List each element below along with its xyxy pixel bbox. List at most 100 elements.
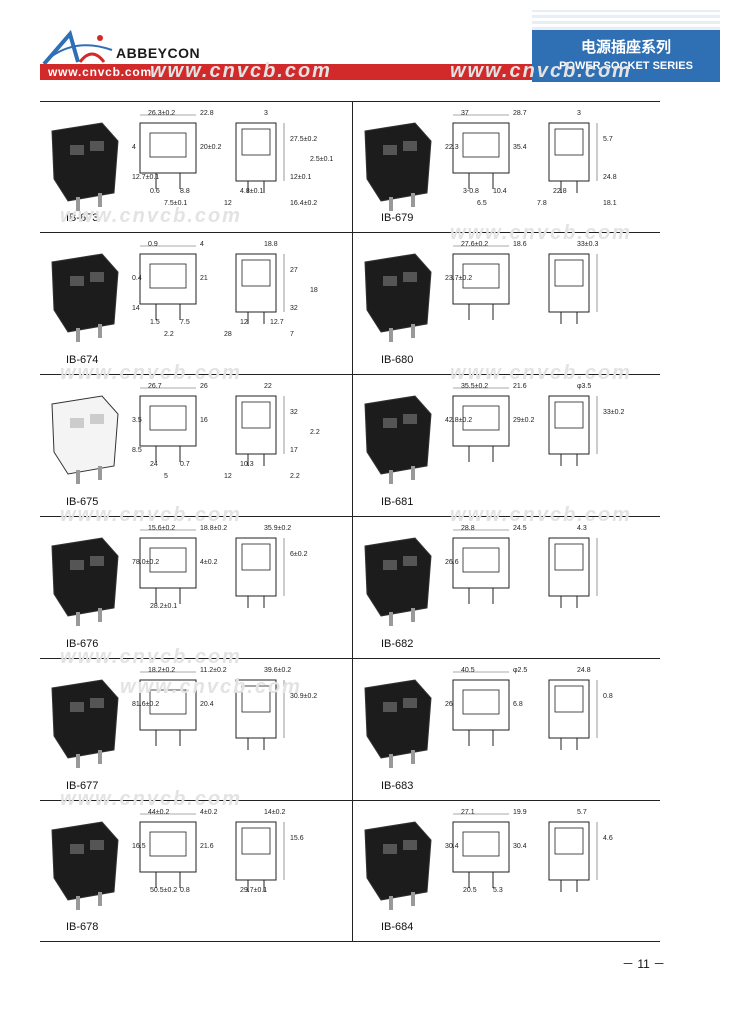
dimension-label: 30.9±0.2 — [290, 693, 317, 700]
technical-drawing — [139, 114, 285, 193]
dimension-label: 27.1 — [461, 809, 475, 816]
dimension-label: 18.8 — [264, 241, 278, 248]
row-divider-3 — [40, 516, 660, 517]
product-model-label: IB-681 — [381, 496, 414, 508]
product-photo — [364, 537, 432, 626]
dimension-label: 20.4 — [200, 701, 214, 708]
technical-drawing — [452, 114, 598, 193]
row-divider-4 — [40, 658, 660, 659]
dimension-label: 2.2 — [290, 473, 300, 480]
dimension-label: 14±0.2 — [264, 809, 285, 816]
dimension-label: 26 — [200, 383, 208, 390]
dimension-label: 28.7 — [513, 110, 527, 117]
page-header: ABBEYCON www.cnvcb.com 电源插座系列 POWER SOCK… — [0, 0, 750, 100]
dimension-label: 12 — [224, 473, 232, 480]
dimension-label: 22.8 — [200, 110, 214, 117]
dimension-label: φ2.5 — [513, 667, 527, 674]
product-model-label: IB-673 — [66, 212, 99, 224]
watermark-text: www.cnvcb.com — [150, 60, 332, 82]
abbeycon-logo-icon — [42, 29, 113, 66]
dimension-label: 19.9 — [513, 809, 527, 816]
product-photo — [51, 679, 119, 768]
watermark-text: www.cnvcb.com — [450, 362, 632, 384]
dimension-label: 2.2 — [310, 429, 320, 436]
dimension-label: 26.6 — [445, 559, 459, 566]
technical-drawing — [452, 671, 598, 750]
product-model-label: IB-682 — [381, 638, 414, 650]
watermark-text: www.cnvcb.com — [120, 676, 302, 698]
dimension-label: 28.2±0.1 — [150, 603, 177, 610]
dimension-label: 4.3 — [577, 525, 587, 532]
dimension-label: 14 — [132, 305, 140, 312]
dimension-label: 29.7±0.1 — [240, 887, 267, 894]
dimension-label: 24.8 — [603, 174, 617, 181]
dimension-label: 28 — [224, 331, 232, 338]
product-model-label: IB-683 — [381, 780, 414, 792]
dimension-label: 12.7±0.1 — [132, 174, 159, 181]
dimension-label: 8.8 — [180, 188, 190, 195]
technical-drawing — [139, 813, 285, 892]
dimension-label: 3 — [264, 110, 268, 117]
dimension-label: 12.7 — [270, 319, 284, 326]
product-model-label: IB-684 — [381, 921, 414, 933]
product-photo — [364, 253, 432, 342]
product-photo — [364, 821, 432, 910]
dimension-label: 2.2 — [164, 331, 174, 338]
dimension-label: 21 — [200, 275, 208, 282]
dimension-label: 0.6 — [150, 188, 160, 195]
watermark-text: www.cnvcb.com — [60, 205, 242, 227]
dimension-label: 37 — [461, 110, 469, 117]
website-url[interactable]: www.cnvcb.com — [48, 65, 152, 79]
dimension-label: 33±0.3 — [577, 241, 598, 248]
dimension-label: 28.8 — [461, 525, 475, 532]
dimension-label: 30.4 — [513, 843, 527, 850]
top-rule — [40, 101, 660, 102]
watermark-text: www.cnvcb.com — [60, 646, 242, 668]
dimension-label: 42.8±0.2 — [445, 417, 472, 424]
row-divider-1 — [40, 232, 660, 233]
technical-drawing — [139, 387, 285, 466]
bottom-rule — [40, 941, 660, 942]
dimension-label: 8.5 — [132, 447, 142, 454]
dimension-label: 35.4 — [513, 144, 527, 151]
dimension-label: 12 — [224, 200, 232, 207]
dimension-label: 24.5 — [513, 525, 527, 532]
product-drawing: 28.8 24.5 4.3 26.6 — [364, 525, 598, 626]
technical-drawing — [452, 245, 598, 324]
dimension-label: 44±0.2 — [148, 809, 169, 816]
dimension-label: 22.8 — [553, 188, 567, 195]
dimension-label: 3 — [577, 110, 581, 117]
dimension-label: 39.6±0.2 — [264, 667, 291, 674]
dimension-label: 20±0.2 — [200, 144, 221, 151]
technical-drawing — [452, 813, 598, 892]
dimension-label: 78.0±0.2 — [132, 559, 159, 566]
dimension-label: 18.2±0.2 — [148, 667, 175, 674]
dimension-label: 16 — [200, 417, 208, 424]
dimension-label: 4±0.2 — [200, 809, 218, 816]
dimension-label: φ3.5 — [577, 383, 591, 390]
dimension-label: 7.8 — [537, 200, 547, 207]
dimension-label: 18.6 — [513, 241, 527, 248]
dimension-label: 10.4 — [493, 188, 507, 195]
dimension-label: 22.3 — [445, 144, 459, 151]
dimension-label: 0.8 — [603, 693, 613, 700]
dimension-label: 12±0.1 — [290, 174, 311, 181]
dimension-label: 4 — [132, 144, 136, 151]
dimension-label: 21.6 — [200, 843, 214, 850]
product-model-label: IB-679 — [381, 212, 414, 224]
product-photo — [51, 821, 119, 910]
series-title-cn: 电源插座系列 — [580, 38, 671, 56]
dimension-label: 26 — [445, 701, 453, 708]
dimension-label: 0.7 — [180, 461, 190, 468]
